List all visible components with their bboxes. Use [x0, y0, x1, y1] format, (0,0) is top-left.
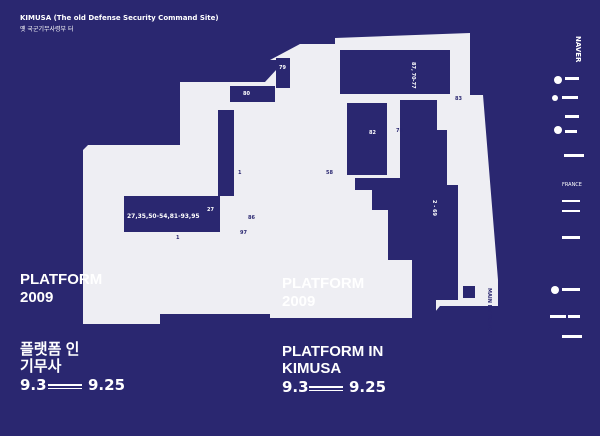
- room-87-label: 87, 70-77: [410, 62, 416, 89]
- main-entrance-label: MAIN ENTRANCE: [486, 288, 492, 335]
- building-main: [355, 100, 458, 322]
- left-end-date: 9.25: [88, 376, 126, 394]
- left-date-line: [48, 384, 82, 386]
- en-title-line1: PLATFORM IN: [282, 343, 384, 360]
- sponsor-logos: [550, 76, 584, 338]
- room-80-label: 80: [243, 91, 250, 97]
- logo-bar-8: [562, 236, 580, 239]
- building-79: [276, 58, 290, 88]
- room-1b-label: 1: [176, 235, 180, 241]
- map-title-line2: 2009: [282, 293, 316, 310]
- logo-bar-7: [562, 210, 580, 212]
- room-79-label: 79: [279, 65, 286, 71]
- site-notch: [270, 44, 300, 60]
- logo-bar-1: [565, 77, 579, 80]
- france-institute-logo: FRANCE: [562, 182, 582, 188]
- building-right-top: [340, 50, 450, 94]
- room-27-label: 27: [207, 207, 214, 213]
- logo-bar-3: [565, 115, 579, 118]
- logo-bar-12: [562, 335, 582, 338]
- logo-bar-2: [562, 96, 578, 99]
- header-title-ko: 옛 국군기무사령부 터: [20, 26, 74, 33]
- right-end-date: 9.25: [349, 378, 387, 396]
- ko-title-line2: 기무사: [20, 358, 62, 375]
- ko-title-line1: 플랫폼 인: [20, 341, 80, 358]
- building-entrance: [463, 286, 475, 298]
- right-date-line2: [309, 390, 343, 391]
- left-start-date: 9.3: [20, 376, 47, 394]
- left-date-line2: [48, 388, 82, 389]
- building-80: [230, 86, 275, 102]
- right-start-date: 9.3: [282, 378, 309, 396]
- room-2-69-label: 2 - 69: [431, 200, 437, 216]
- building-82: [347, 103, 387, 175]
- logo-circle-4: [551, 286, 559, 294]
- room-97-label: 97: [240, 230, 247, 236]
- naver-logo: NAVER: [574, 36, 582, 63]
- logo-bar-5: [564, 154, 584, 157]
- en-title-line2: KIMUSA: [282, 360, 342, 377]
- logo-circle-1: [554, 76, 562, 84]
- logo-bar-9: [562, 288, 580, 291]
- right-date-line: [309, 386, 343, 388]
- room-86-label: 86: [248, 215, 255, 221]
- room-1-label: 1: [238, 170, 242, 176]
- room-82-label: 82: [369, 130, 376, 136]
- room-58-label: 58: [326, 170, 333, 176]
- building-tall-left: [218, 110, 234, 196]
- room-83-label: 83: [455, 96, 462, 102]
- logo-circle-3: [554, 126, 562, 134]
- room-range-label: 27,35,50-54,81-93,95: [127, 213, 200, 220]
- map-title-line1: PLATFORM: [282, 275, 365, 292]
- room-78-label: 78: [396, 128, 403, 134]
- logo-circle-2: [552, 95, 558, 101]
- logo-bar-10: [550, 315, 566, 318]
- left-title-line1: PLATFORM: [20, 271, 103, 288]
- logo-bar-11: [568, 315, 580, 318]
- left-title-line2: 2009: [20, 289, 54, 306]
- logo-bar-4: [565, 130, 577, 133]
- header-title-en: KIMUSA (The old Defense Security Command…: [20, 14, 219, 22]
- logo-bar-6: [562, 200, 580, 202]
- building-range: [124, 196, 220, 232]
